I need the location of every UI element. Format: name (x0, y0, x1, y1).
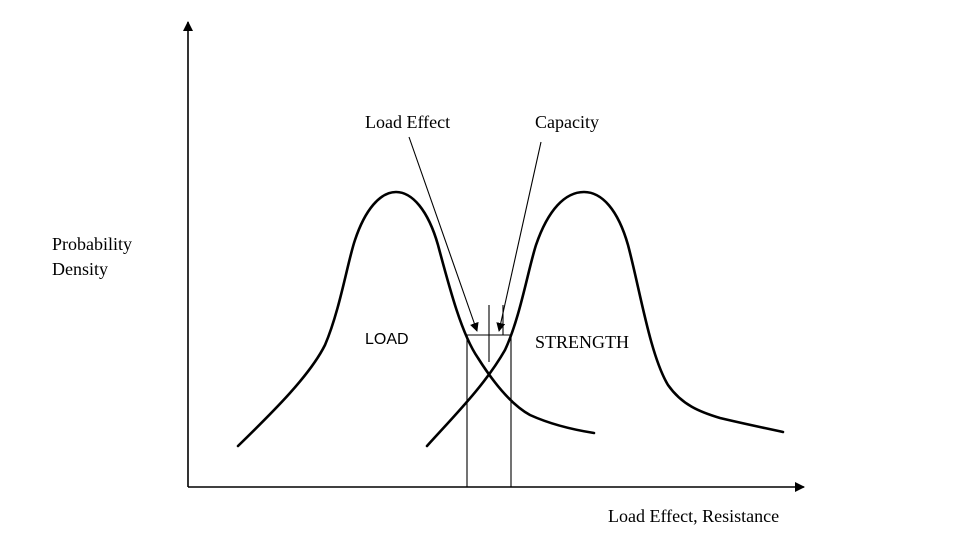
load-effect-pointer (408, 136, 479, 332)
y-axis-label-line-1: Probability (52, 234, 132, 254)
y-axis-label: Probability Density (52, 234, 137, 279)
strength-curve (425, 190, 785, 448)
load-curve-label: LOAD (365, 331, 409, 348)
load-effect-pointer-label: Load Effect (365, 112, 450, 132)
y-axis-label-line-2: Density (52, 259, 108, 279)
capacity-pointer (496, 141, 542, 332)
x-axis-label: Load Effect, Resistance (608, 506, 779, 526)
load-curve (236, 190, 596, 448)
capacity-pointer-label: Capacity (535, 112, 599, 132)
strength-curve-label: STRENGTH (535, 332, 629, 352)
